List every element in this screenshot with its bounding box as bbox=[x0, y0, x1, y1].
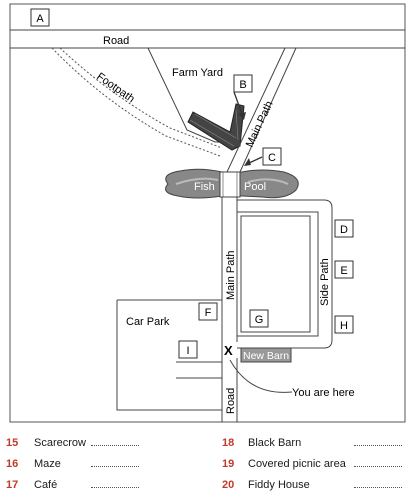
question-number: 20 bbox=[222, 479, 235, 491]
letter-box-i: I bbox=[178, 340, 198, 359]
svg-text:D: D bbox=[340, 224, 348, 236]
main-path-bottom-label: Main Path bbox=[225, 250, 237, 300]
main-path-top-label: Main Path bbox=[244, 99, 276, 149]
letter-box-g: G bbox=[249, 309, 269, 328]
answer-blank[interactable] bbox=[354, 436, 402, 446]
you-are-here-marker: X bbox=[224, 343, 233, 358]
question-number: 16 bbox=[6, 458, 19, 470]
new-barn-shape bbox=[240, 347, 292, 363]
letter-box-h: H bbox=[334, 315, 354, 334]
side-path-label: Side Path bbox=[319, 258, 331, 306]
letter-box-b: B bbox=[233, 74, 253, 93]
side-path-inner bbox=[237, 211, 319, 337]
question-number: 17 bbox=[6, 479, 19, 491]
main-path-top-right bbox=[239, 47, 297, 173]
letter-box-f: F bbox=[198, 302, 218, 321]
fish-label: Fish bbox=[194, 181, 215, 193]
you-are-here-line bbox=[229, 359, 293, 393]
question-label: Covered picnic area bbox=[248, 458, 346, 470]
c-arrow-head bbox=[244, 158, 251, 166]
site-map: Road Farm Yard Footpath Main Path Fish P… bbox=[9, 3, 406, 423]
farm-yard-label: Farm Yard bbox=[172, 67, 223, 79]
svg-text:C: C bbox=[268, 152, 276, 164]
letter-box-a: A bbox=[30, 8, 50, 27]
car-park-label: Car Park bbox=[126, 316, 170, 328]
letter-box-e: E bbox=[334, 260, 354, 279]
new-barn-label: New Barn bbox=[243, 350, 289, 362]
question-label: Café bbox=[34, 479, 58, 491]
question-number: 19 bbox=[222, 458, 235, 470]
pool-bridge bbox=[219, 171, 241, 198]
footpath-label: Footpath bbox=[94, 71, 136, 106]
main-path-top-left bbox=[226, 47, 286, 173]
b-arrow-head bbox=[238, 112, 246, 120]
footpath-line-2 bbox=[51, 47, 221, 157]
map-border bbox=[9, 3, 406, 423]
svg-text:E: E bbox=[340, 265, 347, 277]
pool-label: Pool bbox=[244, 181, 266, 193]
letter-box-c: C bbox=[262, 147, 282, 166]
car-park-border bbox=[116, 299, 222, 411]
question-label: Black Barn bbox=[248, 437, 302, 449]
side-path-outer bbox=[237, 199, 333, 349]
black-barn-hatch bbox=[189, 109, 239, 147]
letter-box-d: D bbox=[334, 219, 354, 238]
answer-blank[interactable] bbox=[91, 436, 139, 446]
answer-blank[interactable] bbox=[91, 478, 139, 488]
question-list: 15 Scarecrow 16 Maze 17 Café 18 Black Ba… bbox=[0, 428, 413, 500]
fish-pool-ripples bbox=[175, 177, 289, 185]
road-top-label: Road bbox=[103, 35, 129, 47]
question-label: Fiddy House bbox=[248, 479, 310, 491]
central-field bbox=[240, 215, 311, 333]
svg-text:A: A bbox=[36, 13, 44, 25]
svg-text:H: H bbox=[340, 320, 348, 332]
you-are-here-label: You are here bbox=[292, 387, 355, 399]
svg-text:G: G bbox=[255, 314, 264, 326]
road-bottom-label: Road bbox=[225, 388, 237, 414]
question-label: Maze bbox=[34, 458, 61, 470]
black-barn-shape bbox=[187, 103, 245, 151]
footpath-line-1 bbox=[59, 47, 223, 149]
answer-blank[interactable] bbox=[354, 478, 402, 488]
question-number: 15 bbox=[6, 437, 19, 449]
svg-text:B: B bbox=[239, 79, 246, 91]
svg-text:F: F bbox=[205, 307, 212, 319]
answer-blank[interactable] bbox=[354, 457, 402, 467]
svg-text:I: I bbox=[186, 345, 189, 357]
b-arrow-line bbox=[233, 91, 243, 115]
answer-blank[interactable] bbox=[91, 457, 139, 467]
question-number: 18 bbox=[222, 437, 235, 449]
question-label: Scarecrow bbox=[34, 437, 86, 449]
